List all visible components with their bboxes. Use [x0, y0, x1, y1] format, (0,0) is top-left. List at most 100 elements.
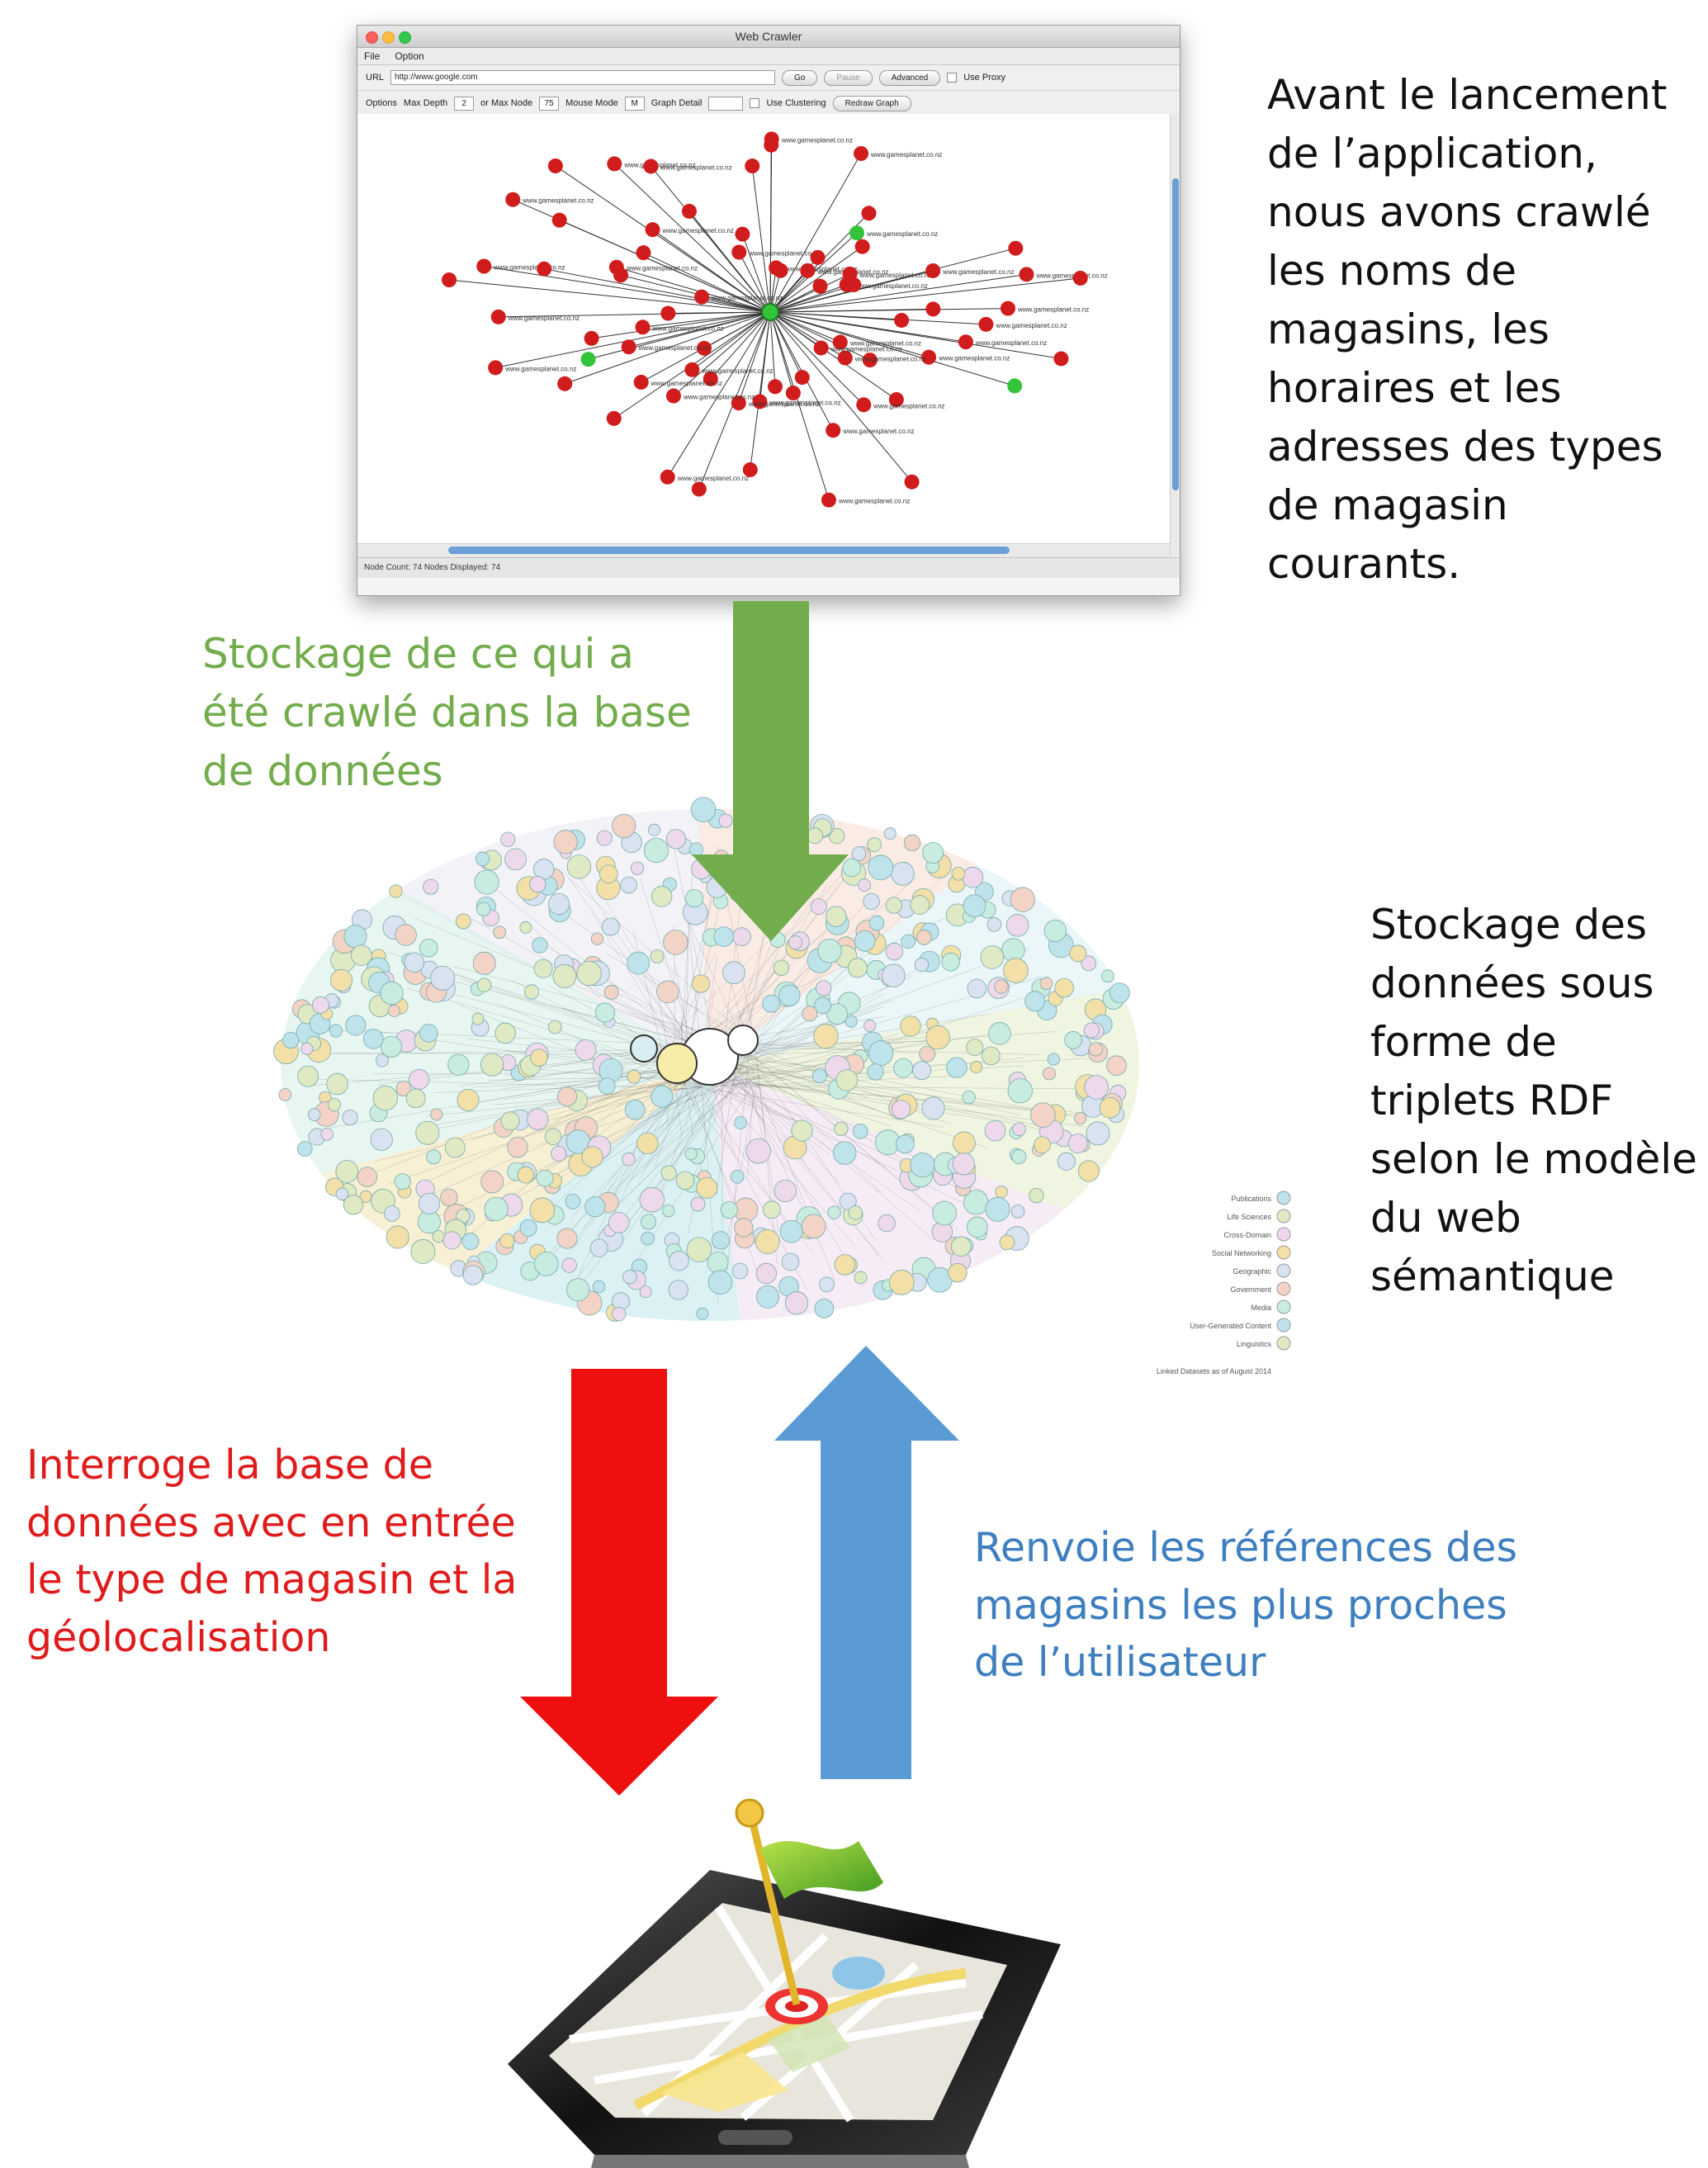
graph-node[interactable]	[854, 145, 869, 161]
graph-node[interactable]	[821, 492, 836, 508]
graph-node[interactable]	[547, 158, 563, 173]
graph-node[interactable]	[958, 334, 973, 350]
mouse-mode-select[interactable]: M	[624, 96, 645, 111]
graph-node[interactable]	[681, 203, 697, 219]
graph-node[interactable]	[854, 239, 870, 254]
graph-node[interactable]	[925, 301, 941, 317]
lod-link	[745, 1066, 764, 1143]
graph-node[interactable]	[745, 159, 760, 174]
advanced-button[interactable]: Advanced	[878, 69, 941, 86]
graph-node[interactable]	[607, 156, 622, 172]
graph-node[interactable]	[752, 394, 768, 409]
graph-node[interactable]	[584, 330, 599, 346]
graph-node[interactable]	[551, 212, 567, 228]
graph-node[interactable]	[537, 261, 552, 277]
pause-button[interactable]: Pause	[824, 69, 873, 86]
graph-node[interactable]	[694, 289, 710, 305]
graph-node[interactable]	[633, 374, 649, 390]
graph-node[interactable]	[557, 376, 573, 391]
graph-node[interactable]	[621, 339, 636, 355]
minimize-window-button[interactable]	[382, 31, 395, 44]
graph-node[interactable]	[813, 340, 829, 356]
graph-node[interactable]	[888, 392, 904, 408]
close-window-button[interactable]	[366, 31, 378, 44]
graph-node-label: www.gamesplanet.co.nz	[677, 475, 749, 482]
graph-node[interactable]	[606, 410, 622, 426]
graph-node[interactable]	[645, 222, 660, 238]
menu-file[interactable]: File	[364, 50, 381, 62]
graph-node[interactable]	[894, 312, 910, 328]
graph-node[interactable]	[767, 379, 783, 395]
graph-node[interactable]	[1072, 270, 1088, 286]
max-depth-stepper[interactable]: 2	[454, 96, 475, 111]
graph-node[interactable]	[1008, 240, 1024, 256]
graph-node[interactable]	[1053, 351, 1069, 367]
graph-node[interactable]	[608, 259, 624, 275]
vertical-scroll-thumb[interactable]	[1172, 178, 1179, 490]
zoom-window-button[interactable]	[399, 31, 411, 44]
graph-node[interactable]	[442, 272, 457, 288]
graph-node[interactable]	[735, 226, 750, 242]
graph-node[interactable]	[800, 263, 816, 278]
graph-node[interactable]	[691, 481, 707, 497]
graph-node[interactable]	[636, 245, 651, 261]
graph-node[interactable]	[660, 305, 676, 321]
lod-dataset-node	[984, 1120, 1006, 1142]
graph-node[interactable]	[764, 137, 779, 153]
graph-node[interactable]	[488, 360, 504, 376]
graph-node[interactable]	[785, 386, 801, 401]
graph-node[interactable]	[1007, 378, 1023, 394]
graph-node[interactable]	[832, 334, 848, 350]
graph-node[interactable]	[862, 353, 878, 368]
horizontal-scrollbar[interactable]	[357, 543, 1170, 557]
url-input[interactable]: http://www.google.com	[390, 70, 776, 85]
graph-node[interactable]	[490, 309, 506, 324]
graph-node[interactable]	[742, 462, 758, 477]
lod-dataset-node	[556, 1228, 578, 1249]
graph-node[interactable]	[684, 362, 700, 377]
graph-node[interactable]	[861, 206, 877, 221]
graph-node[interactable]	[904, 474, 920, 490]
crawl-graph-canvas[interactable]: www.gamesplanet.co.nzwww.gamesplanet.co.…	[357, 114, 1170, 543]
graph-node[interactable]	[826, 423, 841, 438]
max-node-stepper[interactable]: 75	[539, 96, 560, 111]
graph-node[interactable]	[773, 263, 788, 278]
menu-option[interactable]: Option	[395, 50, 424, 62]
graph-detail-slider[interactable]	[708, 96, 744, 111]
graph-node[interactable]	[812, 278, 828, 294]
graph-node[interactable]	[476, 258, 492, 274]
redraw-graph-button[interactable]: Redraw Graph	[832, 95, 911, 111]
lod-dataset-node	[713, 926, 735, 947]
graph-node[interactable]	[505, 192, 521, 207]
graph-node[interactable]	[1019, 267, 1034, 282]
graph-node[interactable]	[580, 352, 596, 367]
graph-node[interactable]	[635, 320, 651, 335]
graph-node[interactable]	[978, 316, 994, 332]
graph-node[interactable]	[837, 350, 853, 366]
graph-node[interactable]	[925, 263, 941, 278]
vertical-scrollbar[interactable]	[1170, 114, 1180, 556]
graph-node[interactable]	[810, 249, 826, 265]
graph-node[interactable]	[1000, 301, 1015, 316]
use-clustering-checkbox[interactable]	[750, 98, 760, 108]
horizontal-scroll-thumb[interactable]	[448, 547, 1010, 554]
graph-node[interactable]	[703, 371, 718, 386]
lod-link	[758, 1009, 810, 1050]
graph-node[interactable]	[660, 469, 675, 485]
graph-node[interactable]	[731, 244, 747, 260]
graph-node[interactable]	[665, 388, 681, 404]
graph-node[interactable]	[794, 370, 810, 386]
go-button[interactable]: Go	[782, 69, 818, 86]
graph-node[interactable]	[849, 225, 865, 241]
lod-dataset-node	[885, 942, 903, 961]
graph-node[interactable]	[697, 340, 712, 356]
graph-node[interactable]	[921, 349, 937, 365]
graph-node[interactable]	[846, 277, 862, 292]
graph-node[interactable]	[643, 159, 659, 174]
graph-node[interactable]	[731, 395, 746, 411]
lod-link	[555, 1072, 663, 1121]
lod-sector	[710, 989, 1139, 1210]
use-proxy-checkbox[interactable]	[947, 73, 958, 83]
graph-root-node[interactable]	[761, 303, 779, 321]
graph-node[interactable]	[856, 397, 872, 413]
